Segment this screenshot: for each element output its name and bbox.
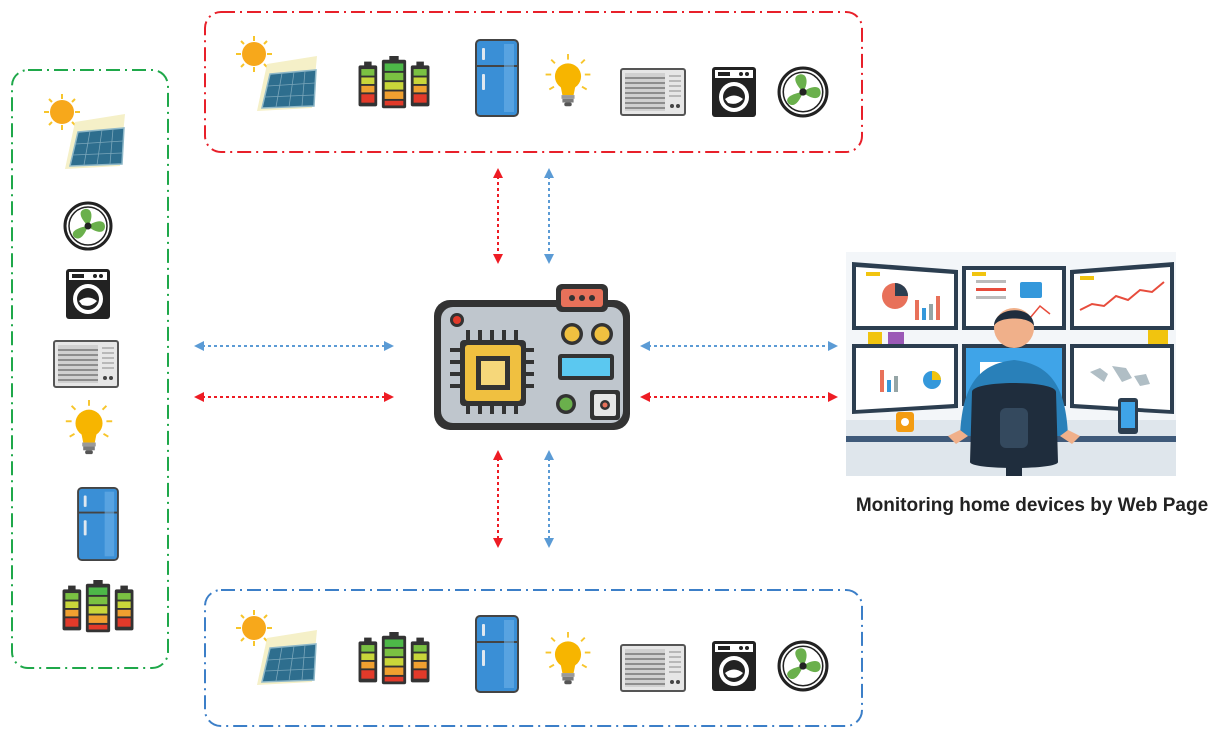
light-bulb-icon	[544, 632, 592, 686]
battery-icon	[62, 580, 134, 633]
refrigerator-icon	[77, 486, 119, 562]
left-device-group-box	[11, 69, 169, 669]
solar-panel-icon	[235, 36, 318, 112]
connection-arrows	[194, 168, 838, 548]
refrigerator-icon	[475, 39, 519, 117]
air-conditioner-icon	[53, 340, 119, 388]
bottom-device-group-box	[204, 589, 863, 727]
battery-icon	[358, 56, 430, 109]
washing-machine-icon	[66, 269, 110, 319]
fan-icon	[777, 640, 829, 692]
battery-icon	[358, 632, 430, 685]
left-device-group	[43, 94, 134, 633]
bottom-device-group	[235, 610, 829, 693]
refrigerator-icon	[475, 615, 519, 693]
monitoring-caption: Monitoring home devices by Web Page	[855, 495, 1209, 516]
fan-icon	[63, 201, 113, 251]
solar-panel-icon	[43, 94, 126, 170]
light-bulb-icon	[544, 54, 592, 108]
washing-machine-icon	[712, 641, 756, 691]
microcontroller-board-icon	[434, 284, 630, 430]
top-device-group-box	[204, 11, 863, 153]
monitoring-workstation-icon	[846, 252, 1176, 476]
air-conditioner-icon	[620, 644, 686, 692]
fan-icon	[777, 66, 829, 118]
washing-machine-icon	[712, 67, 756, 117]
top-device-group	[235, 36, 829, 118]
air-conditioner-icon	[620, 68, 686, 116]
solar-panel-icon	[235, 610, 318, 686]
light-bulb-icon	[64, 400, 114, 456]
